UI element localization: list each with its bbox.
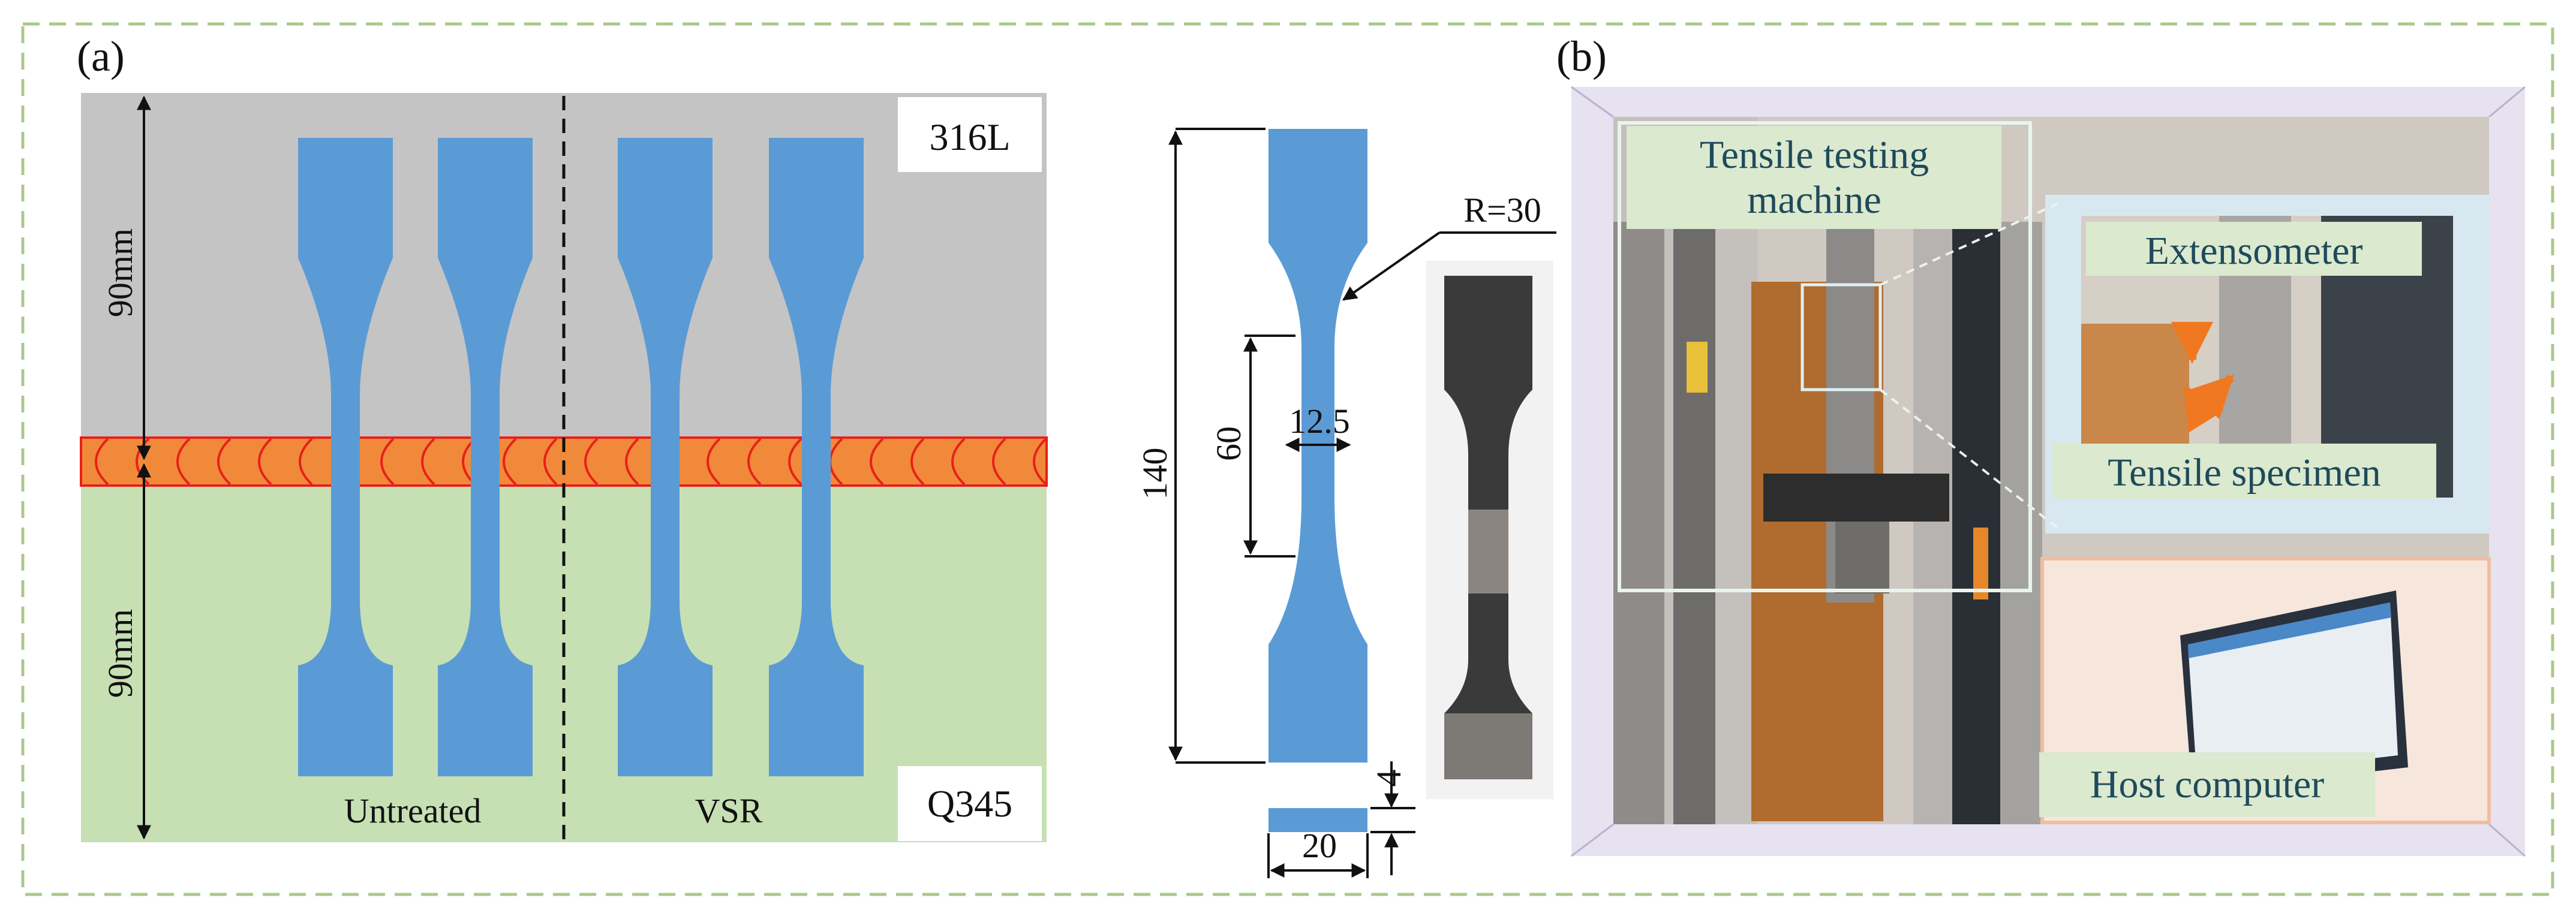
weld-ripple [421,438,435,486]
weld-ripple [299,438,313,486]
plate-specimen-3 [618,138,713,776]
callout-machine: Tensile testing machine [1627,126,2001,229]
total-length-label: 140 [1135,448,1174,500]
callout-specimen: Tensile specimen [2052,444,2436,499]
radius-label: R=30 [1463,191,1541,230]
welded-plate: 316L Q345 Untreated VSR 90mm 90mm [80,93,1048,842]
callout-computer: Host computer [2039,752,2375,817]
gauge-width-label: 12.5 [1289,402,1350,441]
callout-specimen-text: Tensile specimen [2108,451,2380,495]
weld-ripple [625,438,639,486]
weld-ripple [910,438,925,486]
label-box-Q345 [898,766,1042,841]
thickness-label: 4 [1369,770,1408,787]
gauge-length-label: 60 [1209,426,1248,461]
specimen-drawing: 140 60 12.5 R=30 4 20 [1135,128,1556,878]
outer-dashed-frame [21,22,2554,896]
bottom-height-label: 90mm [101,609,140,698]
radius-leader [1342,231,1441,301]
panel-b-label: (b) [1556,32,1607,80]
vsr-label: VSR [695,791,763,830]
grip-width-label: 20 [1302,826,1337,865]
callout-computer-text: Host computer [2090,763,2324,806]
weld-ripple [503,438,517,486]
weld-ripple [543,438,558,486]
callout-machine-line1: Tensile testing [1700,133,1929,177]
material-Q345: Q345 [927,782,1012,825]
weld-ripple [95,438,109,486]
callout-extensometer: Extensometer [2086,222,2422,276]
weld-ripple [992,438,1006,486]
weld-ripple [380,438,395,486]
weld-ripple [951,438,966,486]
weld-ripple [176,438,191,486]
callout-machine-line2: machine [1747,178,1881,222]
top-height-label: 90mm [101,228,140,317]
weld-ripple [707,438,721,486]
weld-ripple [747,438,762,486]
plate-specimen-1 [298,138,393,776]
specimen-photo [1426,261,1553,799]
weld-ripple [584,438,599,486]
weld-ripple [788,438,802,486]
label-box-316L [898,97,1042,172]
extensometer-zoom-box [1801,283,1882,391]
material-316L: 316L [929,116,1010,158]
panel-a-label: (a) [77,32,125,80]
machine-highlight-frame [1618,121,2032,592]
plate-specimen-2 [438,138,533,776]
plate-specimen-4 [769,138,864,776]
weld-ripple [462,438,476,486]
specimen-cross-section [1269,808,1367,832]
weld-ripple [870,438,884,486]
weld-ripple [258,438,272,486]
weld-ripple [217,438,232,486]
callout-extensometer-text: Extensometer [2145,229,2363,273]
untreated-label: Untreated [344,791,482,830]
weld-ripple [1033,438,1047,486]
